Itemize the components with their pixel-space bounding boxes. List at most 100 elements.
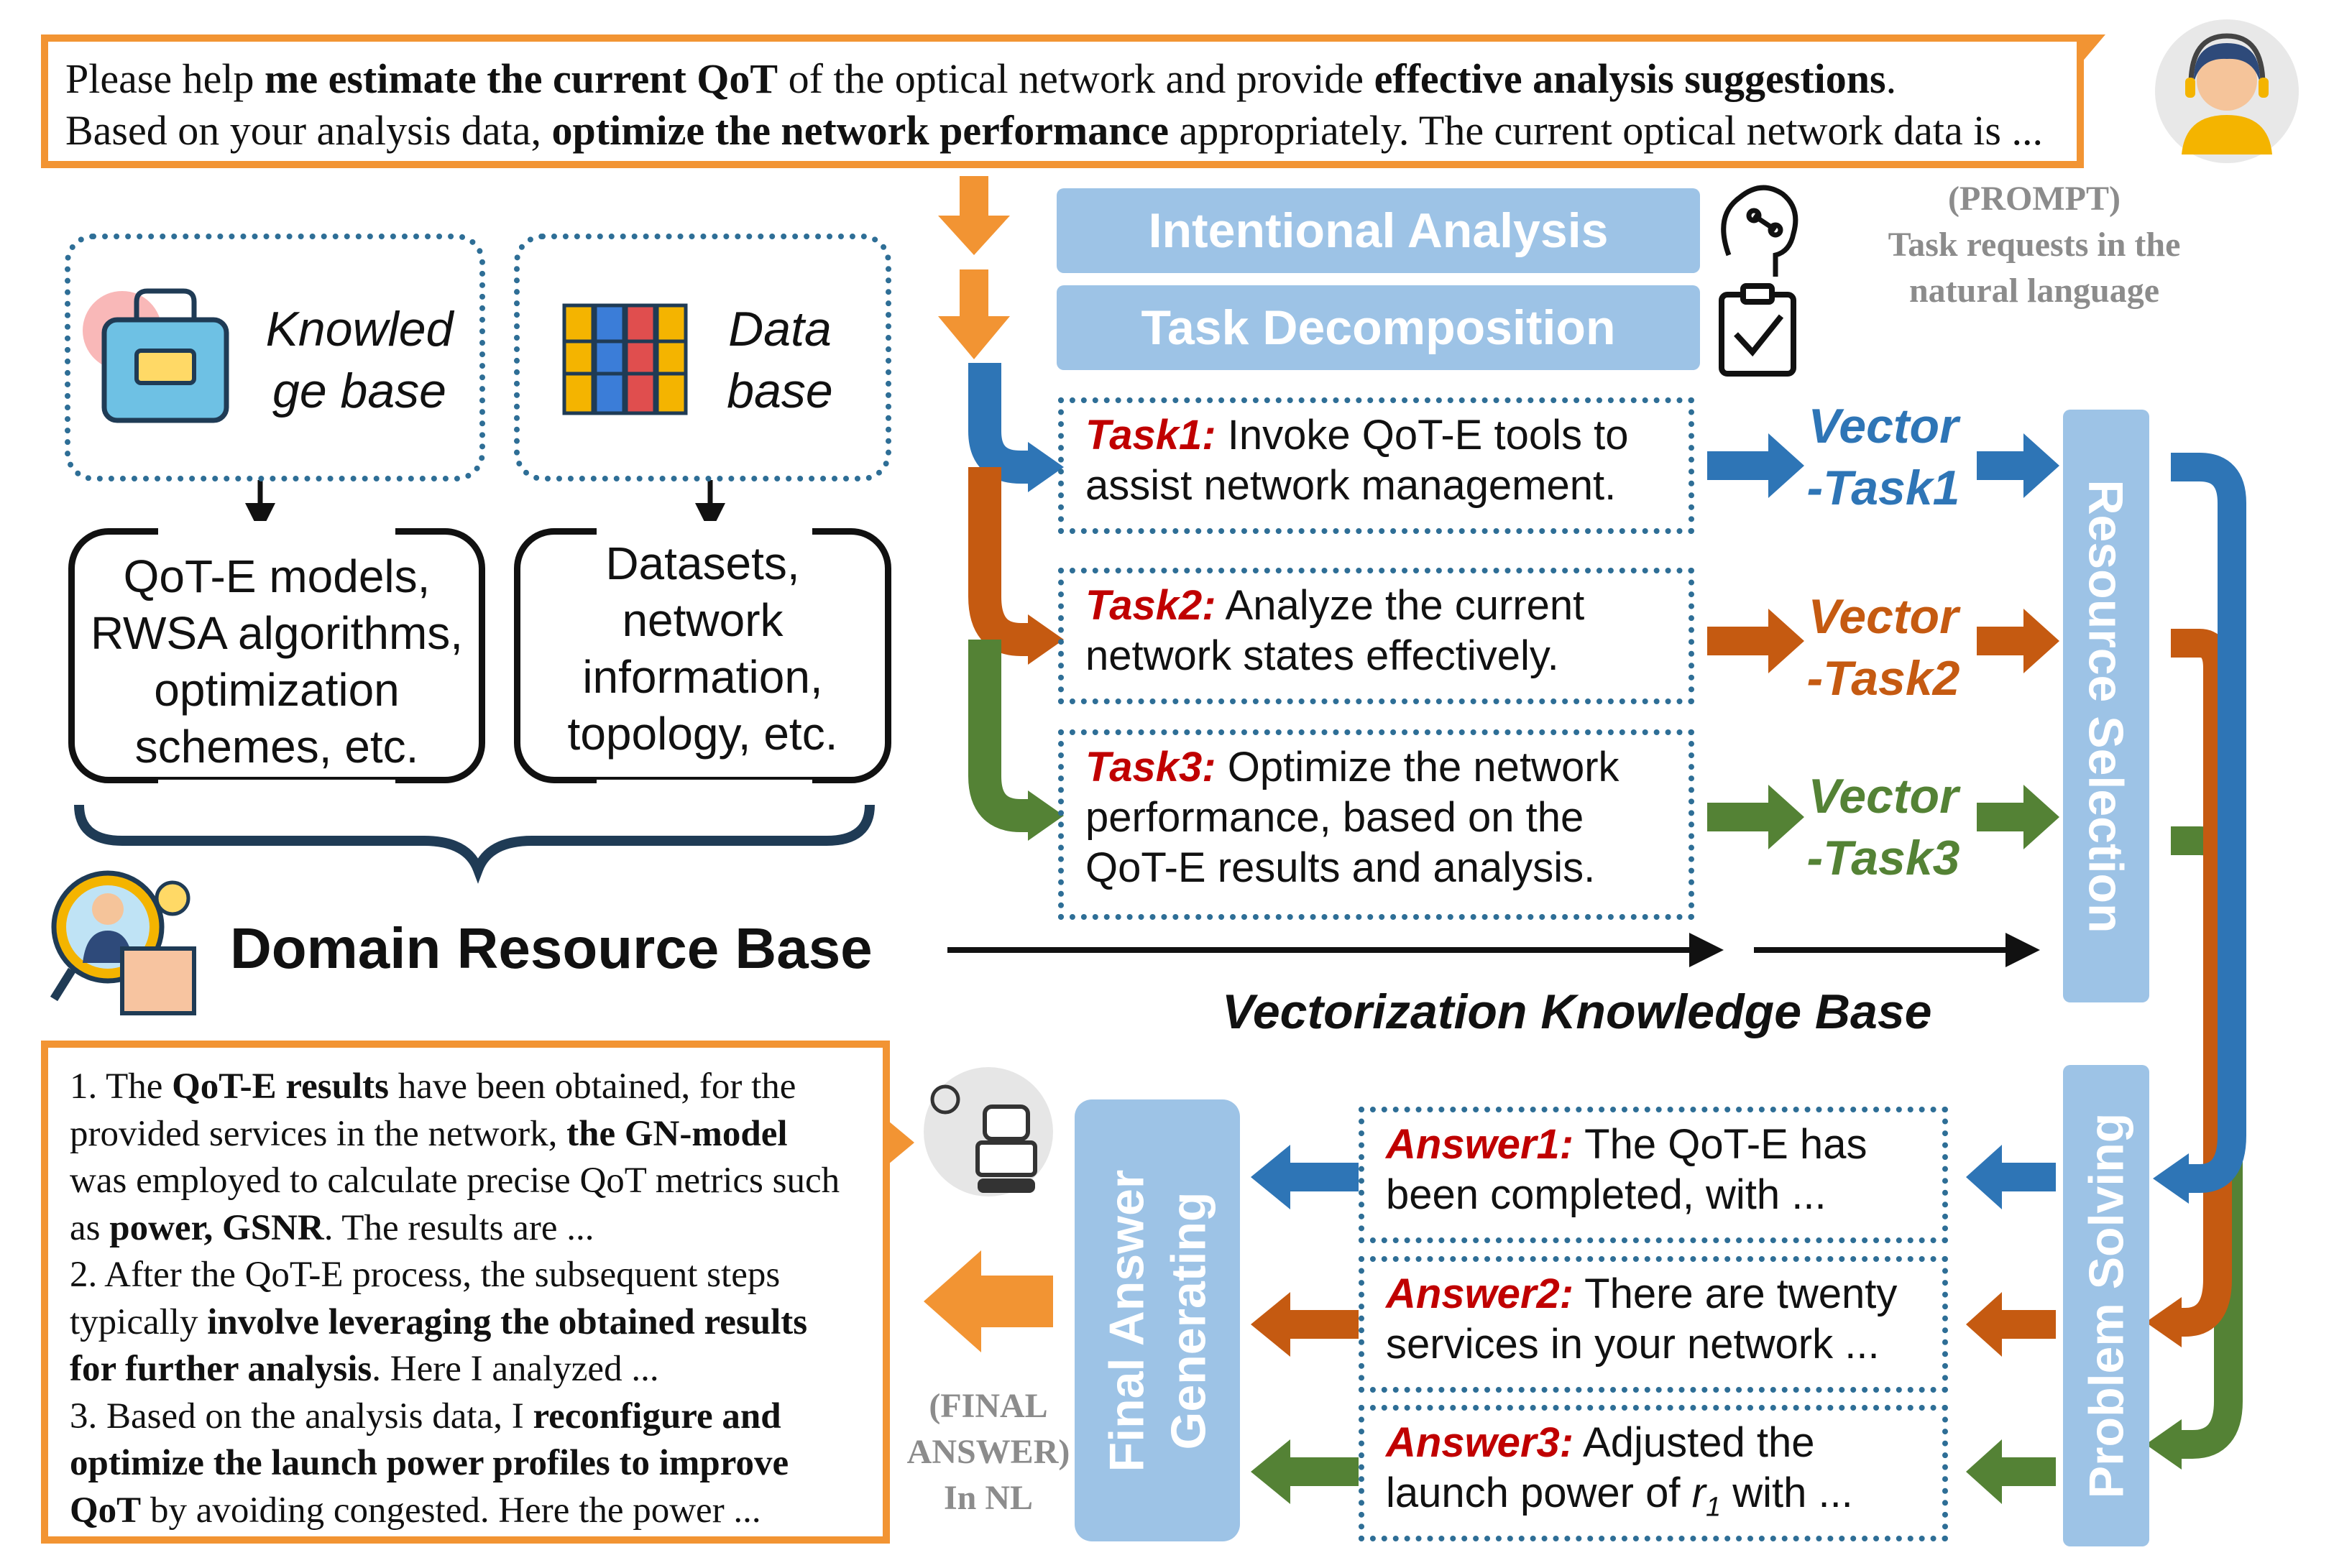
- db-item-1: Datasets,: [605, 538, 800, 589]
- final-answer-line-2-run-1: the GN-model: [566, 1113, 788, 1154]
- answer-3-box: Answer3: Adjusted the launch power of r1…: [1359, 1405, 1948, 1541]
- final-answer-line-9-run-0: optimize the launch power profiles to im…: [70, 1443, 789, 1483]
- final-answer-line-8-run-0: 3. Based on the analysis data, I: [70, 1396, 533, 1436]
- answer-2-box: Answer2: There are twenty services in yo…: [1359, 1256, 1948, 1393]
- final-answer-tail: [888, 1121, 914, 1164]
- final-answer-line1: Final Answer: [1099, 1169, 1154, 1472]
- knowledge-base-label: Knowled ge base: [248, 298, 471, 422]
- prompt-caption-line2: natural language: [1908, 272, 2160, 310]
- kb-item-4: schemes, etc.: [134, 721, 419, 773]
- final-answer-line-3: was employed to calculate precise QoT me…: [70, 1158, 873, 1205]
- prompt-caption-tag: (PROMPT): [1948, 180, 2121, 218]
- final-caption-2: ANSWER): [906, 1433, 1070, 1471]
- toolbox-icon: [83, 288, 229, 423]
- solving-to-answer-arrows: [1966, 1145, 2056, 1504]
- curly-brace: [74, 804, 875, 884]
- db-item-3: information,: [582, 651, 823, 703]
- prompt-box: Please help me estimate the current QoT …: [41, 34, 2084, 168]
- final-answer-caption: (FINAL ANSWER) In NL: [902, 1383, 1075, 1521]
- final-answer-line-1-run-2: have been obtained, for the: [388, 1066, 796, 1107]
- task1-arrowhead: [1028, 442, 1064, 492]
- kb-items: QoT-E models, RWSA algorithms, optimizat…: [79, 548, 474, 775]
- prompt-line-2-run-0: Based on your analysis data,: [65, 107, 552, 154]
- task-2-text-2: network states effectively.: [1085, 632, 1559, 679]
- answer-3-text-2-pre: launch power of: [1386, 1470, 1692, 1516]
- final-output-arrow: [924, 1250, 1053, 1352]
- vector-task-2: Vector -Task2: [1790, 586, 1977, 709]
- prompt-line-2: Based on your analysis data, optimize th…: [65, 105, 2062, 157]
- answer-3-sub: 1: [1705, 1492, 1722, 1523]
- knowledge-base-label-2: ge base: [272, 364, 446, 418]
- prompt-tail: [2081, 34, 2105, 63]
- final-answer-line-1-run-1: QoT-E results: [172, 1066, 389, 1107]
- vector-to-resource-arrows: [1977, 433, 2059, 849]
- task3-arrowhead: [1028, 790, 1064, 841]
- resource-selection-label: Resource Selection: [2079, 479, 2133, 933]
- final-answer-line-6: typically involve leveraging the obtaine…: [70, 1299, 873, 1347]
- prompt-caption-line1: Task requests in the: [1888, 226, 2181, 264]
- task-3-text-1: Optimize the network: [1216, 744, 1619, 790]
- prompt-line-1-run-4: .: [1885, 55, 1897, 102]
- final-answer-line-1-run-0: 1. The: [70, 1066, 173, 1107]
- answer-3-label: Answer3:: [1386, 1419, 1574, 1466]
- final-answer-line-10-run-1: by avoiding congested. Here the power ..…: [141, 1490, 761, 1531]
- robot-icon: [924, 1067, 1053, 1196]
- final-answer-line-8-run-1: reconfigure and: [533, 1396, 781, 1436]
- prompt-line-1-run-2: of the optical network and provide: [778, 55, 1374, 102]
- kb-bracket-mask: [158, 521, 395, 794]
- task-2-box: Task2: Analyze the current network state…: [1058, 568, 1694, 704]
- vector-task-2-line2: -Task2: [1806, 651, 1960, 706]
- data-base-label: Data base: [708, 298, 852, 422]
- prompt-caption: (PROMPT) Task requests in the natural la…: [1847, 176, 2221, 314]
- db-item-4: topology, etc.: [567, 708, 838, 760]
- answer-1-text-1: The QoT-E has: [1573, 1121, 1867, 1168]
- clipboard-check-icon: [1719, 283, 1796, 377]
- kb-item-1: QoT-E models,: [123, 550, 431, 602]
- prompt-down-arrows: [938, 176, 1010, 359]
- brain-icon: [1721, 185, 1798, 277]
- final-caption-3: In NL: [943, 1479, 1034, 1517]
- knowledge-base-box: [65, 234, 485, 481]
- final-answer-line2: Generating: [1161, 1191, 1216, 1449]
- answer-2-label: Answer2:: [1386, 1270, 1574, 1317]
- vector-task-1-line1: Vector: [1808, 399, 1959, 453]
- final-answer-line-4: as power, GSNR. The results are ...: [70, 1205, 873, 1253]
- final-answer-line-4-run-0: as: [70, 1207, 110, 1248]
- prompt-line-1-run-1: me estimate the current QoT: [265, 55, 778, 102]
- task-2-text-1: Analyze the current: [1216, 582, 1585, 629]
- task-3-text-3: QoT-E results and analysis.: [1085, 844, 1596, 891]
- task-1-label: Task1:: [1085, 412, 1216, 458]
- data-base-box: [514, 234, 891, 481]
- task-3-text-2: performance, based on the: [1085, 794, 1584, 841]
- intentional-analysis-step: Intentional Analysis: [1057, 188, 1700, 273]
- knowledge-base-label-1: Knowled: [265, 302, 454, 356]
- vector-task-3-line1: Vector: [1808, 769, 1959, 824]
- task2-arrowhead: [1028, 614, 1064, 665]
- researcher-icon: [50, 870, 196, 1015]
- final-answer-line-6-run-0: typically: [70, 1301, 208, 1342]
- answer-2-text-1: There are twenty: [1573, 1270, 1898, 1317]
- final-caption-1: (FINAL: [929, 1387, 1048, 1425]
- final-answer-line-7-run-0: for further analysis: [70, 1349, 372, 1389]
- final-answer-line-4-run-1: power, GSNR: [109, 1207, 324, 1248]
- final-answer-line-7: for further analysis. Here I analyzed ..…: [70, 1346, 873, 1393]
- vector-task-1: Vector -Task1: [1790, 395, 1977, 519]
- final-answer-line-3-run-0: was employed to calculate precise QoT me…: [70, 1161, 840, 1201]
- final-answer-step: Final Answer Generating: [1075, 1099, 1240, 1541]
- final-answer-line-10-run-0: QoT: [70, 1490, 142, 1531]
- task-branch-rust: [968, 467, 1032, 656]
- db-items: Datasets, network information, topology,…: [521, 535, 884, 762]
- answer-2-text-2: services in your network ...: [1386, 1321, 1880, 1368]
- loop-blue: [2171, 453, 2246, 1193]
- task-1-text-1: Invoke QoT-E tools to: [1216, 412, 1629, 458]
- binders-icon: [562, 303, 688, 415]
- loop-rust: [2171, 629, 2232, 1337]
- task-2-label: Task2:: [1085, 582, 1216, 629]
- prompt-line-2-run-2: appropriately. The current optical netwo…: [1169, 107, 2043, 154]
- vector-task-1-line2: -Task1: [1806, 461, 1960, 515]
- vector-task-3: Vector -Task3: [1790, 765, 1977, 889]
- final-answer-line-6-run-1: involve leveraging the obtained results: [207, 1301, 808, 1342]
- kb-item-3: optimization: [154, 664, 400, 716]
- answer-3-text-2-post: with ...: [1721, 1470, 1853, 1516]
